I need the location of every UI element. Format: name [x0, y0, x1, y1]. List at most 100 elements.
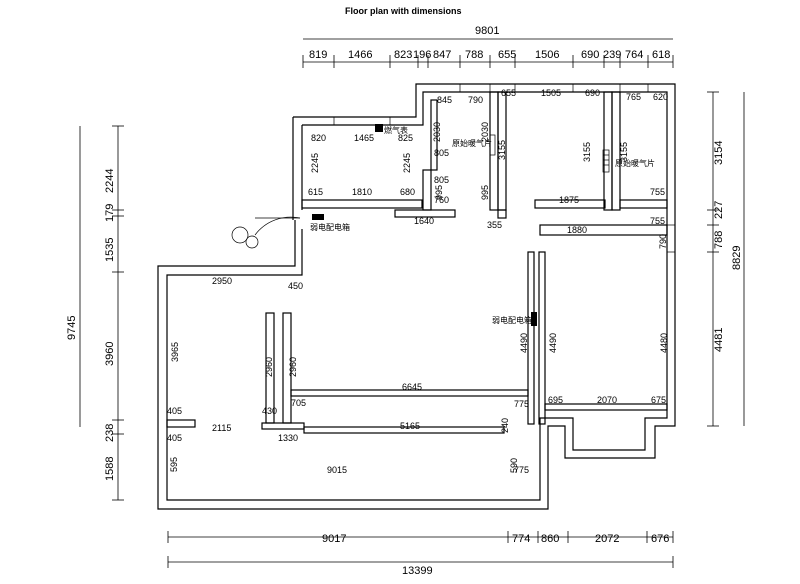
bottom-seg-1: 9017: [322, 533, 346, 545]
top-seg-7: 655: [498, 49, 516, 61]
weak-box-label-2: 弱电配电箱: [492, 315, 532, 325]
bottom-seg-4: 2072: [595, 533, 619, 545]
top-seg-4: 196: [413, 49, 431, 61]
svg-text:695: 695: [548, 395, 563, 405]
svg-text:2245: 2245: [402, 153, 412, 173]
left-total-label: 9745: [66, 316, 78, 340]
top-seg-10: 239: [603, 49, 621, 61]
svg-text:405: 405: [167, 433, 182, 443]
svg-text:805: 805: [434, 175, 449, 185]
top-seg-5: 847: [433, 49, 451, 61]
interior-dimensions: 845 790 655 1505 690 765 620 820 1465 82…: [167, 88, 669, 475]
svg-text:2960: 2960: [264, 357, 274, 377]
left-segment-ticks: [112, 125, 124, 501]
svg-text:3155: 3155: [619, 142, 629, 162]
svg-text:995: 995: [480, 185, 490, 200]
svg-text:760: 760: [434, 195, 449, 205]
svg-text:6645: 6645: [402, 382, 422, 392]
top-windows: [333, 83, 676, 253]
right-seg-3: 227: [713, 201, 725, 219]
svg-text:595: 595: [169, 457, 179, 472]
top-seg-11: 764: [625, 49, 643, 61]
svg-text:1330: 1330: [278, 433, 298, 443]
left-seg-2: 179: [104, 204, 116, 222]
svg-text:5165: 5165: [400, 421, 420, 431]
svg-text:2030: 2030: [432, 122, 442, 142]
left-seg-3: 1535: [104, 238, 116, 262]
right-seg-1: 3154: [713, 141, 725, 165]
svg-text:705: 705: [291, 398, 306, 408]
svg-text:775: 775: [514, 399, 529, 409]
top-total-label: 9801: [475, 25, 499, 37]
svg-text:805: 805: [434, 148, 449, 158]
top-seg-12: 618: [652, 49, 670, 61]
svg-text:405: 405: [167, 406, 182, 416]
svg-text:765: 765: [626, 92, 641, 102]
svg-text:355: 355: [487, 220, 502, 230]
right-segment-ticks: [707, 91, 719, 427]
svg-text:1465: 1465: [354, 133, 374, 143]
svg-text:820: 820: [311, 133, 326, 143]
interior-walls: [166, 91, 668, 434]
svg-text:240: 240: [500, 418, 510, 433]
right-lower-label: 4481: [713, 328, 725, 352]
svg-text:655: 655: [501, 88, 516, 98]
bottom-seg-5: 676: [651, 533, 669, 545]
top-seg-2: 1466: [348, 49, 372, 61]
plan-title: Floor plan with dimensions: [345, 6, 462, 16]
top-seg-3: 823: [394, 49, 412, 61]
radiator-label-1: 原始暖气片: [452, 138, 492, 148]
svg-text:1880: 1880: [567, 225, 587, 235]
svg-text:775: 775: [514, 465, 529, 475]
svg-text:1810: 1810: [352, 187, 372, 197]
svg-text:995: 995: [434, 185, 444, 200]
bottom-segment-ticks: [167, 531, 674, 543]
svg-text:1505: 1505: [541, 88, 561, 98]
svg-text:4490: 4490: [519, 333, 529, 353]
radiator-label-2: 原始暖气片: [615, 158, 655, 168]
svg-text:4480: 4480: [659, 333, 669, 353]
top-seg-9: 690: [581, 49, 599, 61]
svg-text:430: 430: [262, 406, 277, 416]
radiator-icon: [602, 149, 610, 173]
svg-text:790: 790: [468, 95, 483, 105]
outer-walls: [157, 83, 676, 510]
svg-text:450: 450: [288, 281, 303, 291]
left-seg-6: 1588: [104, 457, 116, 481]
svg-text:755: 755: [650, 216, 665, 226]
gas-meter-icon: [375, 124, 383, 132]
svg-text:3155: 3155: [497, 140, 507, 160]
top-seg-6: 788: [465, 49, 483, 61]
svg-text:2245: 2245: [310, 153, 320, 173]
bottom-seg-3: 860: [541, 533, 559, 545]
weak-box-label-1: 弱电配电箱: [310, 222, 350, 232]
svg-text:620: 620: [653, 92, 668, 102]
svg-text:2070: 2070: [597, 395, 617, 405]
svg-text:2950: 2950: [212, 276, 232, 286]
svg-text:675: 675: [651, 395, 666, 405]
gas-meter-label: 燃气表: [384, 125, 408, 135]
svg-text:2115: 2115: [212, 423, 231, 433]
weak-current-box-icon: [312, 214, 324, 220]
svg-text:690: 690: [585, 88, 600, 98]
left-seg-4: 3960: [104, 342, 116, 366]
svg-text:1875: 1875: [559, 195, 579, 205]
svg-text:3965: 3965: [170, 342, 180, 362]
right-seg-2: 788: [713, 231, 725, 249]
bottom-seg-2: 774: [512, 533, 530, 545]
svg-text:1640: 1640: [414, 216, 434, 226]
radiator-icon: [489, 134, 496, 156]
bottom-total-label: 13399: [402, 565, 433, 577]
svg-text:845: 845: [437, 95, 452, 105]
weak-current-box-icon: [531, 312, 537, 326]
right-total-label: 8829: [731, 246, 743, 270]
svg-text:4490: 4490: [548, 333, 558, 353]
svg-text:2960: 2960: [288, 357, 298, 377]
svg-text:615: 615: [308, 187, 323, 197]
top-seg-1: 819: [309, 49, 327, 61]
svg-text:2030: 2030: [480, 122, 490, 142]
svg-text:825: 825: [398, 133, 413, 143]
left-seg-5: 238: [104, 424, 116, 442]
